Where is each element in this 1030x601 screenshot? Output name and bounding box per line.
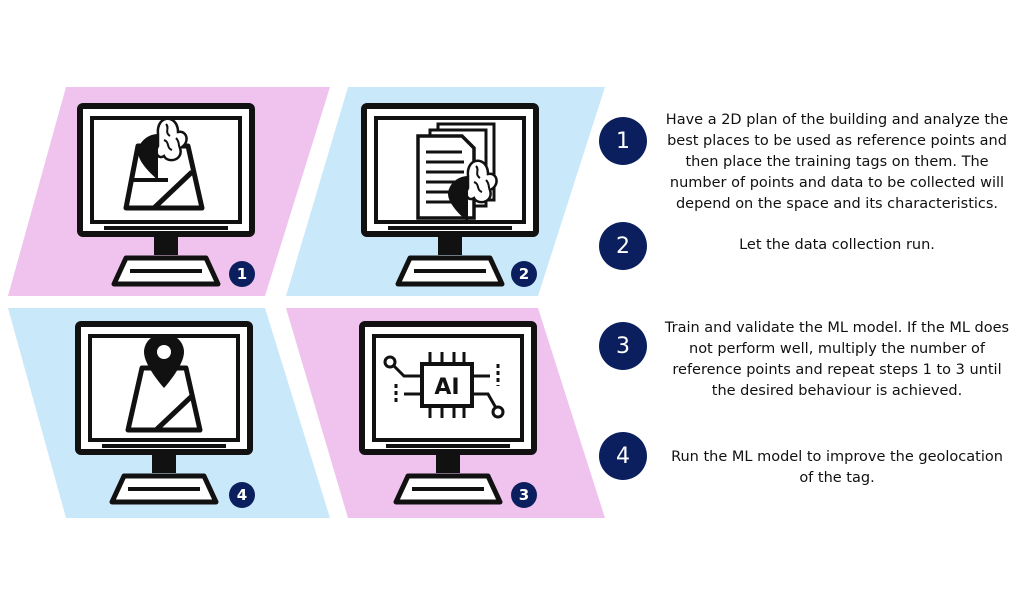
step-1-badge: 1	[599, 117, 647, 165]
ai-chip-icon: AI	[383, 352, 505, 419]
step-1-description: Have a 2D plan of the building and analy…	[665, 112, 1009, 212]
step-2-description: Let the data collection run.	[739, 237, 935, 253]
tile-2-monitor-icon	[364, 106, 536, 284]
step-3-description: Train and validate the ML model. If the …	[664, 320, 1010, 399]
chip-label: AI	[434, 375, 459, 400]
tile-3-number-badge: 3	[511, 482, 537, 508]
location-pin-icon	[144, 334, 184, 388]
step-2-badge: 2	[599, 222, 647, 270]
step-4-description: Run the ML model to improve the geolocat…	[671, 449, 1003, 486]
tile-4-number-badge: 4	[229, 482, 255, 508]
step-4-badge: 4	[599, 432, 647, 480]
tile-1-number-badge: 1	[229, 261, 255, 287]
step-3-badge: 3	[599, 322, 647, 370]
tile-4-monitor-icon	[78, 324, 250, 502]
tile-2-number-badge: 2	[511, 261, 537, 287]
tile-1-monitor-icon	[80, 106, 252, 284]
tile-3-monitor-icon: AI	[362, 324, 534, 502]
